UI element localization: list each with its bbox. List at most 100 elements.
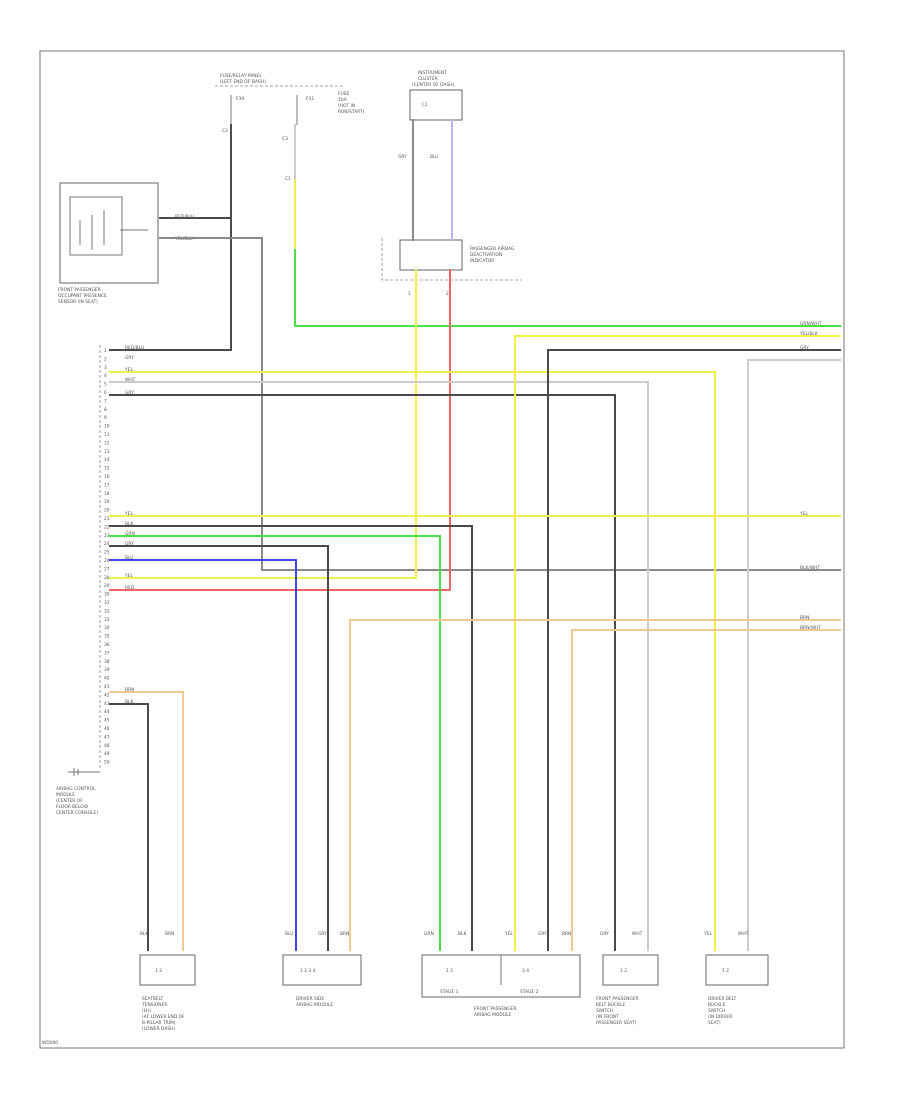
indicator-label-0: PASSENGER AIRBAG — [470, 246, 515, 252]
footer-code: WD000 — [42, 1040, 58, 1046]
module-pin-number: 22 — [104, 524, 110, 530]
fuse-label-f31: F31 — [306, 96, 314, 102]
wires: RED/BLUGRYYELWHTGRYYELBLKGRNGRYBLUYELRED… — [109, 119, 841, 951]
wire-driver-blue — [109, 559, 297, 951]
wire-color-label: WHT — [125, 377, 136, 383]
wire-color-label: BLK — [140, 931, 148, 937]
module-pin-number: 6 — [104, 390, 107, 396]
driver-side-airbag: 1 2 3 4 DRIVER SIDE AIRBAG MODULE — [282, 954, 362, 1008]
wire-color-label: WHT — [738, 931, 749, 937]
fuse-relay-panel: FUSE/RELAY PANEL (LEFT END OF DASH) F30 … — [215, 73, 365, 182]
indicator-label-1: DEACTIVATION — [470, 252, 502, 258]
module-pin-number: 17 — [104, 482, 110, 488]
fuse-note-4: RUN/START) — [338, 109, 365, 115]
cluster-label-2: (CENTER OF DASH) — [412, 82, 455, 88]
driver-buckle-label-4: SEAT) — [708, 1020, 721, 1026]
module-pin-number: 49 — [104, 751, 110, 757]
fuse-note-2: 10A — [338, 97, 347, 103]
module-pin-number: 9 — [104, 415, 107, 421]
module-pin-number: 34 — [104, 625, 110, 631]
driver-buckle-label-3: (IN DRIVER — [708, 1014, 732, 1020]
pass-airbag-label-0: FRONT PASSENGER — [474, 1006, 517, 1012]
pass-airbag-pin-b: 3 4 — [522, 968, 529, 974]
module-pin-number: 40 — [104, 676, 110, 682]
cluster-wire-a: GRY — [398, 154, 407, 160]
front-passenger-airbag: 1 2 3 4 STAGE 1 STAGE 2 FRONT PASSENGER … — [421, 954, 581, 1018]
wire-indicator-red — [109, 269, 451, 591]
wire-color-label: BRN — [800, 615, 809, 621]
module-pin-number: 21 — [104, 516, 110, 522]
wire-color-label: BLK — [458, 931, 466, 937]
wire-color-label: GRN — [424, 931, 434, 937]
module-label-0: AIRBAG CONTROL — [56, 786, 96, 792]
pass-buckle-label-0: FRONT PASSENGER — [596, 996, 639, 1002]
fuse-note: FUSE — [338, 91, 350, 97]
pass-buckle-label-2: SWITCH — [596, 1008, 613, 1014]
pass-buckle-label-4: PASSENGER SEAT) — [596, 1020, 637, 1026]
sensor-label-2: SENSOR (IN SEAT) — [58, 299, 98, 305]
module-pin-number: 50 — [104, 760, 110, 766]
wire-color-label: BLK — [125, 699, 133, 705]
pass-buckle-label-1: BELT BUCKLE — [596, 1002, 625, 1008]
module-label-4: CENTER CONSOLE) — [56, 810, 98, 816]
wire-pass-airbag-gry — [547, 349, 841, 951]
module-pin-number: 25 — [104, 550, 110, 556]
passenger-airbag-indicator: PASSENGER AIRBAG DEACTIVATION INDICATOR … — [381, 238, 522, 297]
front-passenger-occupant-sensor: FRONT PASSENGER OCCUPANT PRESENCE SENSOR… — [58, 182, 194, 305]
fuse-label-f30: F30 — [236, 96, 244, 102]
cluster-conn: C1 — [422, 102, 428, 108]
module-pin-number: 7 — [104, 398, 107, 404]
module-pin-number: 47 — [104, 734, 110, 740]
tensioner-label-3: (AT LOWER END OF — [142, 1014, 185, 1020]
fuse-panel-label-1: (LEFT END OF DASH) — [220, 79, 266, 85]
driver-airbag-label-1: AIRBAG MODULE — [296, 1002, 333, 1008]
module-pin-number: 13 — [104, 449, 110, 455]
module-pin-number: 11 — [104, 432, 110, 438]
module-pin-number: 33 — [104, 617, 110, 623]
module-pin-number: 29 — [104, 583, 110, 589]
wire-driver-buckle-yel — [109, 371, 716, 951]
driver-airbag-label-0: DRIVER SIDE — [296, 996, 324, 1002]
wire-pass-buckle-wht — [109, 381, 649, 951]
wire-tensioner-dark — [109, 703, 149, 951]
wire-pass-stage-green — [109, 535, 441, 951]
module-pin-number: 5 — [104, 382, 107, 388]
conn-label-b: C3 — [282, 136, 288, 142]
module-pin-number: 46 — [104, 726, 110, 732]
wire-pass-stage-dark — [109, 525, 473, 951]
module-pin-number: 20 — [104, 508, 110, 514]
indicator-pin-a: 1 — [408, 291, 411, 297]
wire-tensioner-tan — [109, 691, 184, 951]
wire-color-label: RED/BLU — [125, 345, 144, 351]
wire-color-label: BLU — [125, 555, 133, 561]
diagram-frame — [39, 50, 845, 1049]
ground-symbol — [68, 768, 100, 776]
module-pin-number: 35 — [104, 634, 110, 640]
wire-color-label: GRN/WHT — [800, 321, 822, 327]
driver-buckle-label-1: BUCKLE — [708, 1002, 726, 1008]
wire-sensor-b — [159, 237, 841, 571]
sensor-label-0: FRONT PASSENGER — [58, 287, 101, 293]
module-pin-number: 36 — [104, 642, 110, 648]
driver-airbag-pins: 1 2 3 4 — [300, 968, 316, 974]
module-pin-number: 32 — [104, 608, 110, 614]
tensioner-label-2: (LH) — [142, 1008, 151, 1014]
module-pin-number: 23 — [104, 533, 110, 539]
tensioner-label-0: SEATBELT — [142, 996, 164, 1002]
module-pin-number: 10 — [104, 424, 110, 430]
driver-buckle-label-0: DRIVER BELT — [708, 996, 737, 1002]
wire-color-label: GRY — [800, 345, 809, 351]
cluster-label-0: INSTRUMENT — [418, 70, 447, 76]
tensioner-label-4: B-PILLAR TRIM) — [142, 1020, 176, 1026]
pass-buckle-pins: 1 2 — [620, 968, 627, 974]
wire-color-label: BLK — [125, 521, 133, 527]
module-pin-number: 31 — [104, 600, 110, 606]
wire-color-label: GRY — [125, 355, 134, 361]
wire-color-label: YEL — [504, 931, 513, 937]
pass-airbag-pin-a: 1 2 — [446, 968, 453, 974]
module-pin-number: 24 — [104, 541, 110, 547]
module-pin-number: 45 — [104, 718, 110, 724]
front-passenger-belt-buckle: 1 2 FRONT PASSENGER BELT BUCKLE SWITCH (… — [596, 954, 659, 1026]
wire-color-label: GRY — [538, 931, 547, 937]
